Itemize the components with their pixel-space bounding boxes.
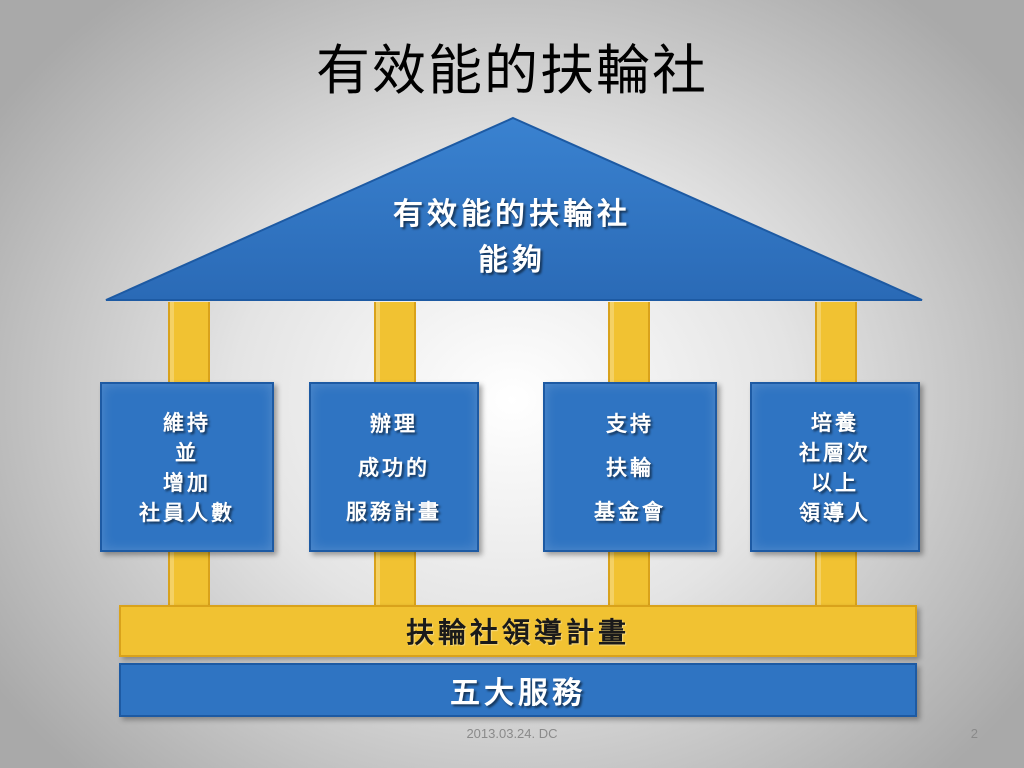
roof-subtitle: 能夠: [478, 243, 546, 278]
pillar-box-line: 領導人: [799, 500, 871, 525]
pillar-box-line: 社層次: [799, 440, 871, 465]
pillar-box-membership: 維持 並 增加 社員人數: [100, 382, 274, 552]
roof-title: 有效能的扶輪社: [393, 197, 631, 232]
pillar-box-line: 社員人數: [139, 500, 235, 525]
five-services-band: 五大服務: [119, 663, 917, 717]
pillar-box-line: 辦理: [370, 411, 418, 436]
pillar-box-line: 維持: [163, 410, 211, 435]
pillar-box-foundation: 支持 扶輪 基金會: [543, 382, 717, 552]
pillar-box-line: 基金會: [594, 499, 666, 524]
leadership-plan-band: 扶輪社領導計畫: [119, 605, 917, 657]
pillar-box-line: 支持: [606, 411, 654, 436]
footer-date: 2013.03.24. DC: [466, 726, 558, 741]
pillar-box-line: 培養: [811, 410, 859, 435]
page-number: 2: [970, 726, 978, 741]
pillar-box-line: 並: [175, 440, 199, 465]
slide-title: 有效能的扶輪社: [316, 39, 708, 102]
pillar-box-line: 以上: [811, 470, 859, 495]
pillar-box-leaders: 培養 社層次 以上 領導人: [750, 382, 920, 552]
roof-label: 有效能的扶輪社 能夠: [312, 192, 712, 284]
pillar-box-line: 成功的: [358, 455, 430, 480]
pillar-box-service-projects: 辦理 成功的 服務計畫: [309, 382, 479, 552]
pillar-box-line: 扶輪: [606, 455, 654, 480]
pillar-box-line: 增加: [163, 470, 211, 495]
pillar-box-line: 服務計畫: [346, 499, 442, 524]
